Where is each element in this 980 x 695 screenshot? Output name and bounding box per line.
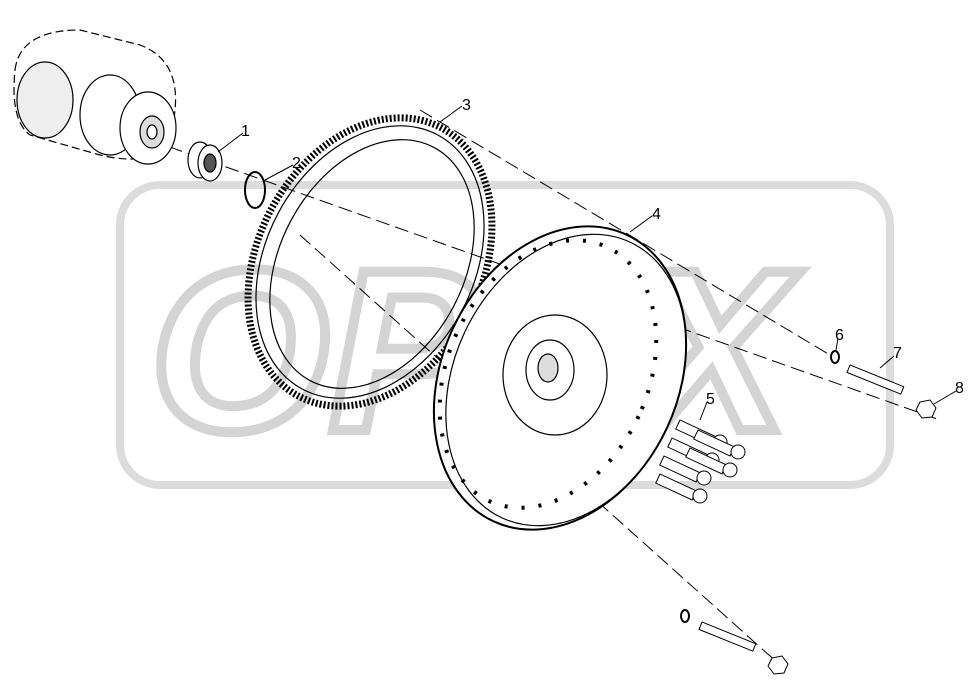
callout-2: 2 xyxy=(292,155,301,172)
callout-1: 1 xyxy=(241,123,250,140)
flywheel-bolts xyxy=(655,419,746,504)
nut xyxy=(915,399,937,419)
callout-3: 3 xyxy=(462,97,471,114)
callout-7: 7 xyxy=(893,345,902,362)
washer-lower xyxy=(680,609,690,623)
leader-lines xyxy=(217,105,957,421)
callout-8: 8 xyxy=(955,380,964,397)
callout-4: 4 xyxy=(652,206,661,223)
callout-6: 6 xyxy=(835,327,844,344)
stud xyxy=(846,364,905,395)
nut-lower xyxy=(767,655,789,675)
washer xyxy=(830,350,840,364)
flywheel xyxy=(432,225,688,531)
crankshaft xyxy=(13,29,177,165)
bearing xyxy=(187,141,223,182)
callout-5: 5 xyxy=(706,391,715,408)
snap-ring xyxy=(244,171,266,209)
stud-lower xyxy=(698,621,757,652)
